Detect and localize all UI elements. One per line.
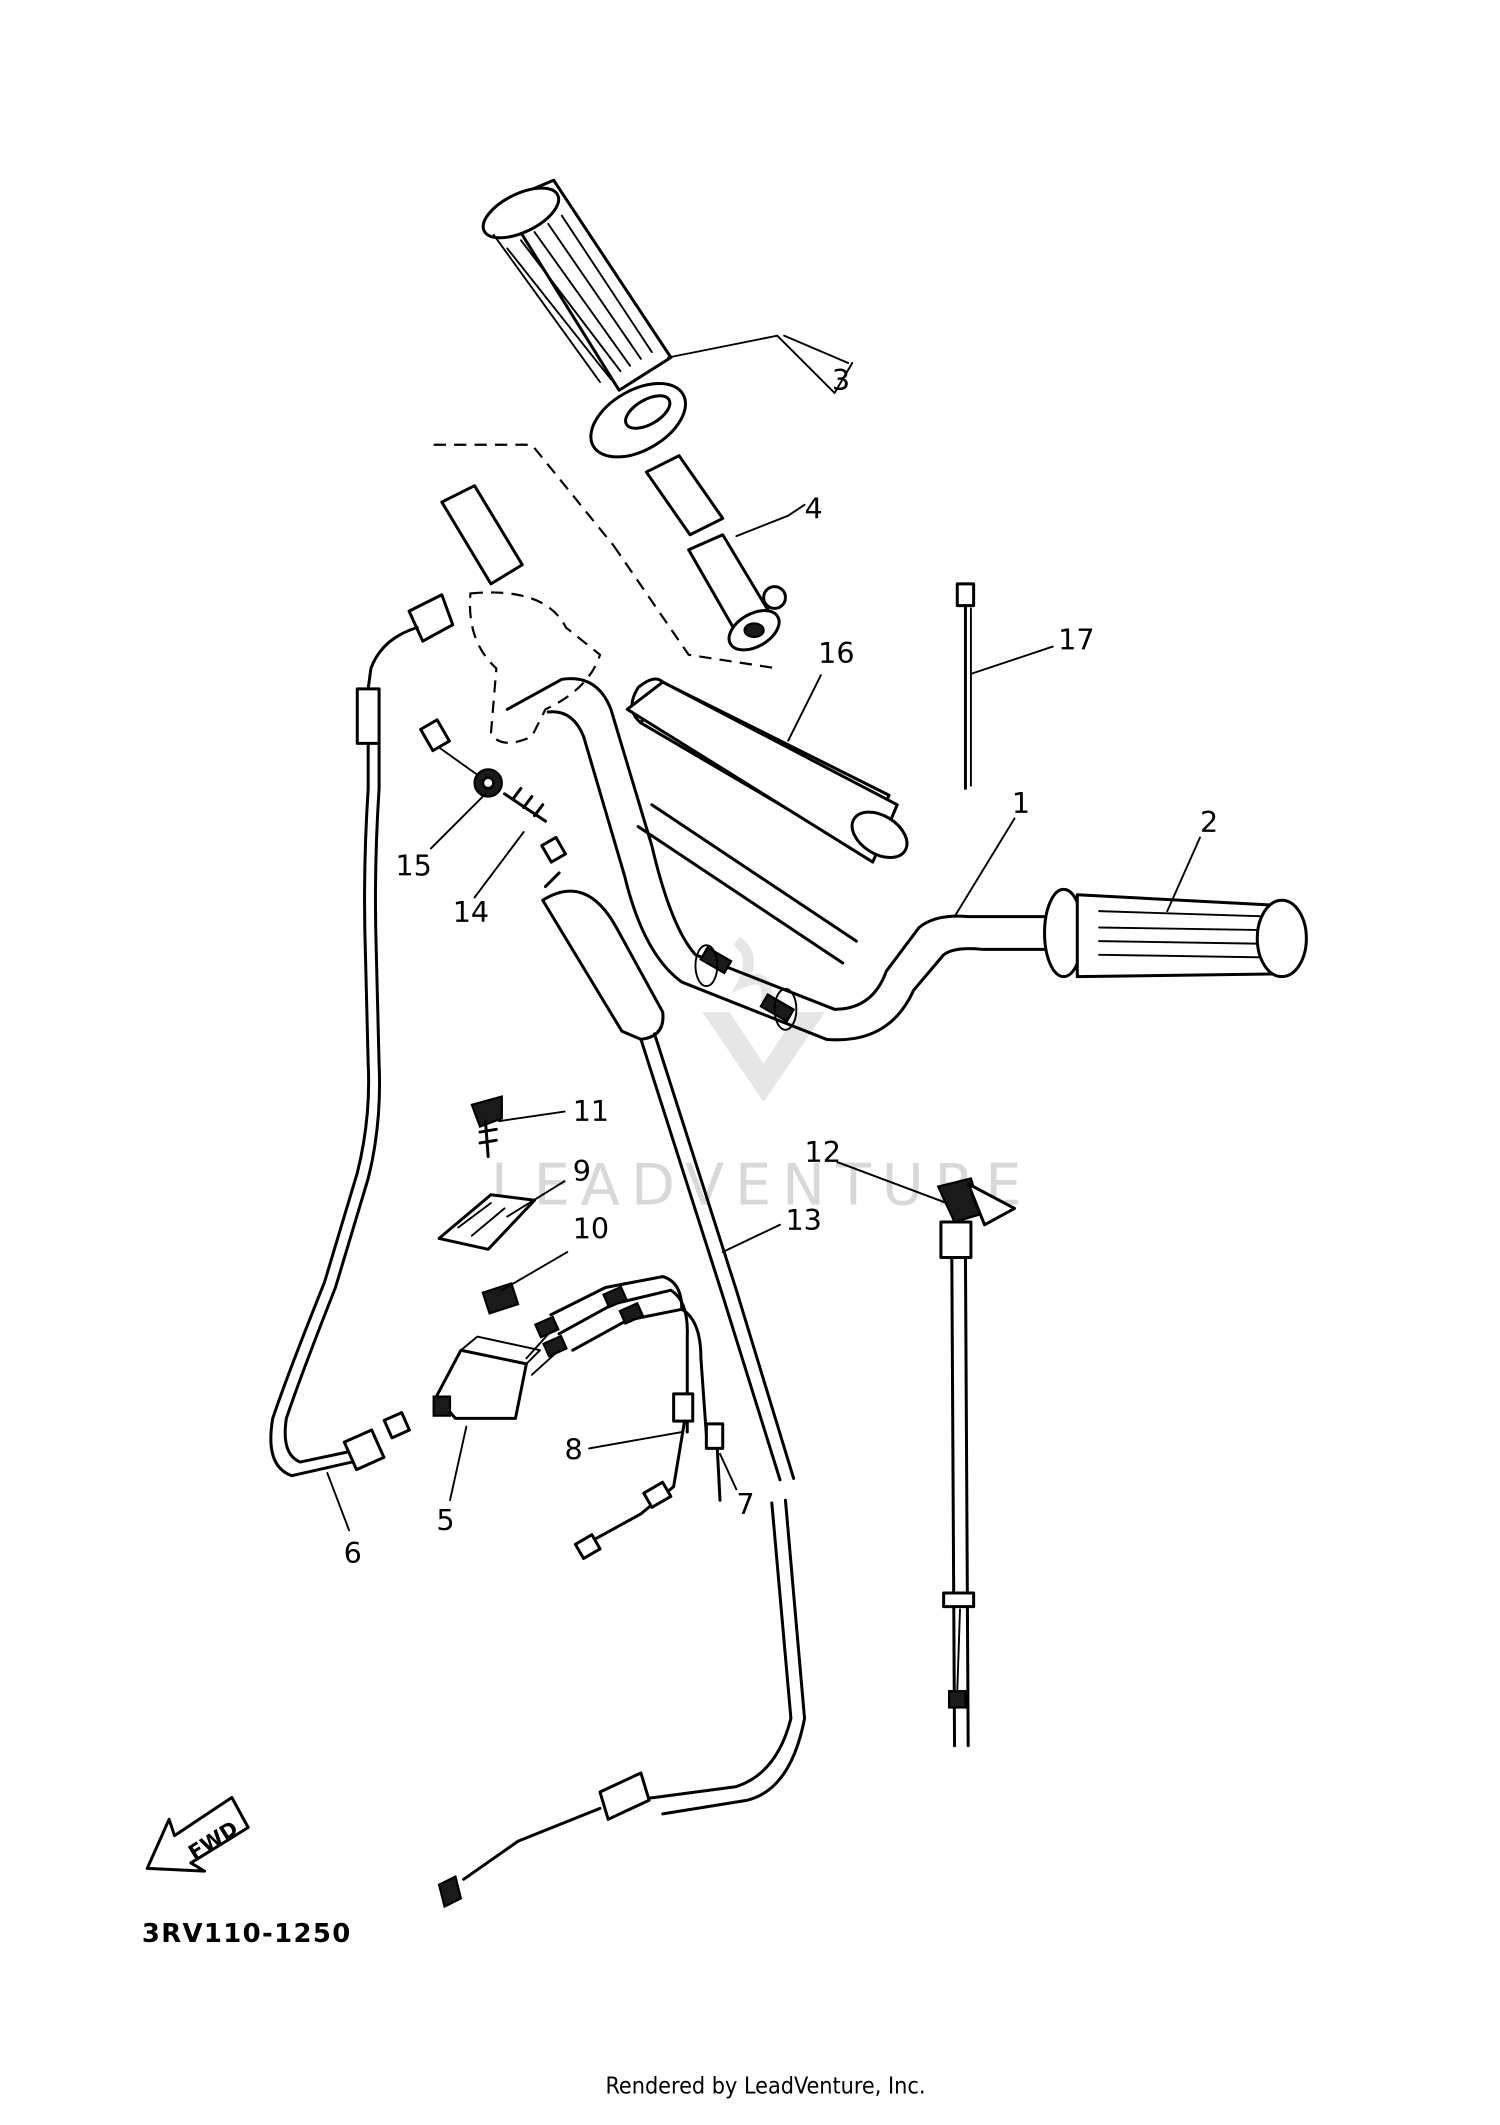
callout-7: 7 [736, 1487, 754, 1521]
callout-1: 1 [1012, 786, 1030, 820]
callout-15: 15 [395, 849, 431, 883]
callout-labels: 1 2 3 4 5 6 7 8 9 10 11 12 13 14 15 16 1… [344, 363, 1219, 1570]
callout-16: 16 [818, 636, 854, 670]
handlebar-pad[interactable] [625, 677, 915, 867]
leader-3 [667, 334, 854, 538]
fwd-arrow-icon: FWD [145, 1796, 250, 1873]
throttle-cable[interactable] [269, 593, 455, 1478]
diagram-code: 3RV110-1250 [142, 1919, 352, 1949]
watermark-text: LEADVENTURE [491, 1151, 1032, 1218]
throttle-grip-assembly[interactable] [476, 178, 787, 658]
callout-4: 4 [805, 491, 823, 525]
callout-8: 8 [565, 1432, 583, 1466]
handlebar[interactable] [505, 677, 1066, 1042]
screw[interactable] [470, 1095, 503, 1159]
wire-leads[interactable] [533, 1275, 725, 1560]
callout-17: 17 [1058, 622, 1094, 656]
callout-12: 12 [805, 1135, 841, 1169]
clip[interactable] [481, 1282, 520, 1315]
callout-10: 10 [573, 1211, 609, 1245]
cable-adjuster[interactable] [419, 718, 567, 864]
right-grip[interactable] [1043, 887, 1308, 979]
cable-tie[interactable] [955, 582, 976, 790]
callout-13: 13 [785, 1203, 821, 1237]
choke-cable[interactable] [437, 871, 807, 1909]
hidden-bar-end-outline [433, 443, 778, 744]
watermark: LEADVENTURE [491, 936, 1032, 1218]
plate[interactable] [437, 1193, 537, 1251]
leader-lines [326, 503, 1201, 1532]
callout-5: 5 [436, 1503, 454, 1537]
callout-2: 2 [1200, 805, 1218, 839]
render-credit: Rendered by LeadVenture, Inc. [605, 2072, 925, 2099]
callout-9: 9 [573, 1154, 591, 1188]
callout-3: 3 [832, 363, 850, 397]
callout-6: 6 [344, 1536, 362, 1570]
callout-11: 11 [573, 1094, 609, 1128]
lever-cable[interactable] [936, 1177, 1017, 1748]
callout-14: 14 [453, 895, 489, 929]
switch[interactable] [432, 1330, 561, 1420]
